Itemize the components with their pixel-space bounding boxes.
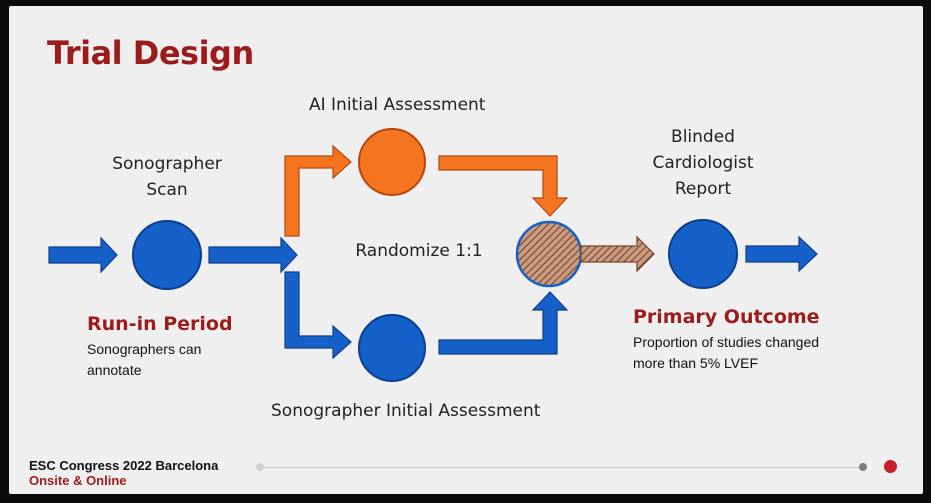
slide-title: Trial Design xyxy=(47,34,254,72)
congress-subtitle: Onsite & Online xyxy=(29,473,127,488)
primary-outcome-heading: Primary Outcome xyxy=(633,306,820,328)
sonographer-scan-node xyxy=(132,220,202,290)
sonographer-initial-assessment-label: Sonographer Initial Assessment xyxy=(271,401,541,421)
ai-initial-assessment-label: AI Initial Assessment xyxy=(309,95,486,115)
randomize-label: Randomize 1:1 xyxy=(355,241,483,261)
footer-progress-line xyxy=(264,467,864,468)
randomize-node xyxy=(515,220,583,288)
blinded-report-node xyxy=(668,219,738,289)
run-in-heading: Run-in Period xyxy=(87,313,233,335)
ai-to-randomize-arrow xyxy=(438,155,569,217)
sonographer-branch-arrow xyxy=(284,271,352,360)
ai-assessment-node xyxy=(358,128,426,196)
trial-flow-diagram xyxy=(48,128,818,382)
footer: ESC Congress 2022 Barcelona Onsite & Onl… xyxy=(29,458,218,488)
blinded-report-label: Blinded Cardiologist Report xyxy=(652,127,754,199)
randomize-to-report-arrow xyxy=(580,235,655,273)
sonographer-to-randomize-arrow xyxy=(438,291,569,355)
sonographer-assessment-node xyxy=(358,314,426,382)
slide: Trial Design xyxy=(9,6,923,494)
footer-mid-dot xyxy=(859,463,867,471)
footer-end-dot xyxy=(884,460,897,473)
entry-arrow xyxy=(48,236,118,274)
ai-branch-arrow xyxy=(284,144,352,237)
congress-name: ESC Congress 2022 Barcelona xyxy=(29,458,219,473)
primary-outcome-text: Proportion of studies changed more than … xyxy=(633,334,820,371)
sonographer-scan-label: Sonographer Scan xyxy=(112,154,222,200)
run-in-text: Sonographers can annotate xyxy=(87,341,202,378)
footer-start-dot xyxy=(256,463,264,471)
to-fork-arrow xyxy=(208,236,298,274)
exit-arrow xyxy=(745,235,818,273)
